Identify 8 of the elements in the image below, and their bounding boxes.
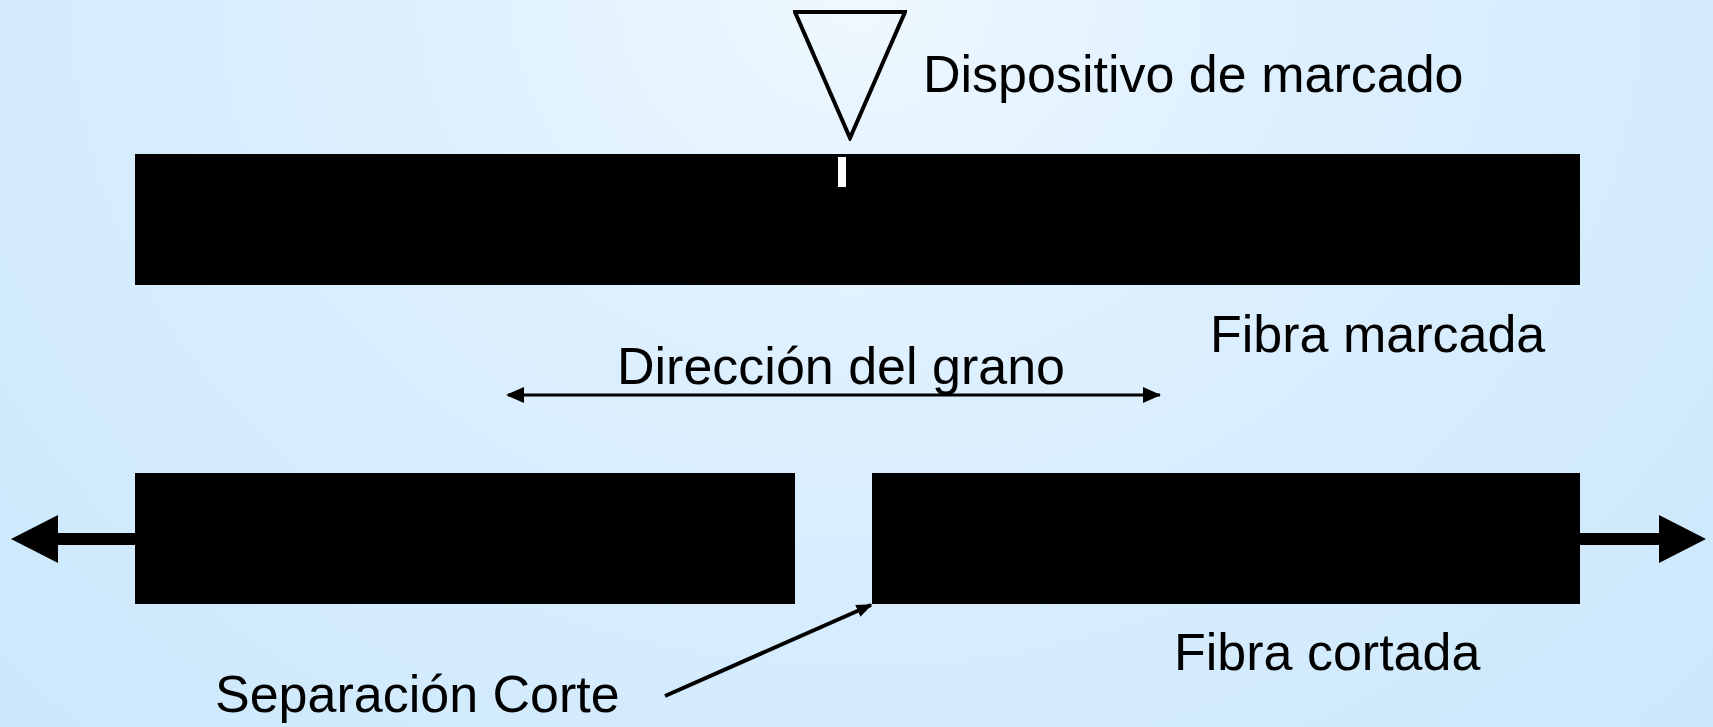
fiber-bar [135, 154, 1580, 285]
direction-label: Dirección del grano [617, 340, 1066, 392]
part-label: Fibra marcada [1210, 308, 1546, 360]
fiber-bar [872, 473, 1580, 604]
callout-text: Separación Corte [215, 665, 620, 723]
part-label: Fibra cortada [1174, 626, 1481, 678]
leader-line [664, 603, 873, 698]
fiber-bar [135, 473, 795, 604]
